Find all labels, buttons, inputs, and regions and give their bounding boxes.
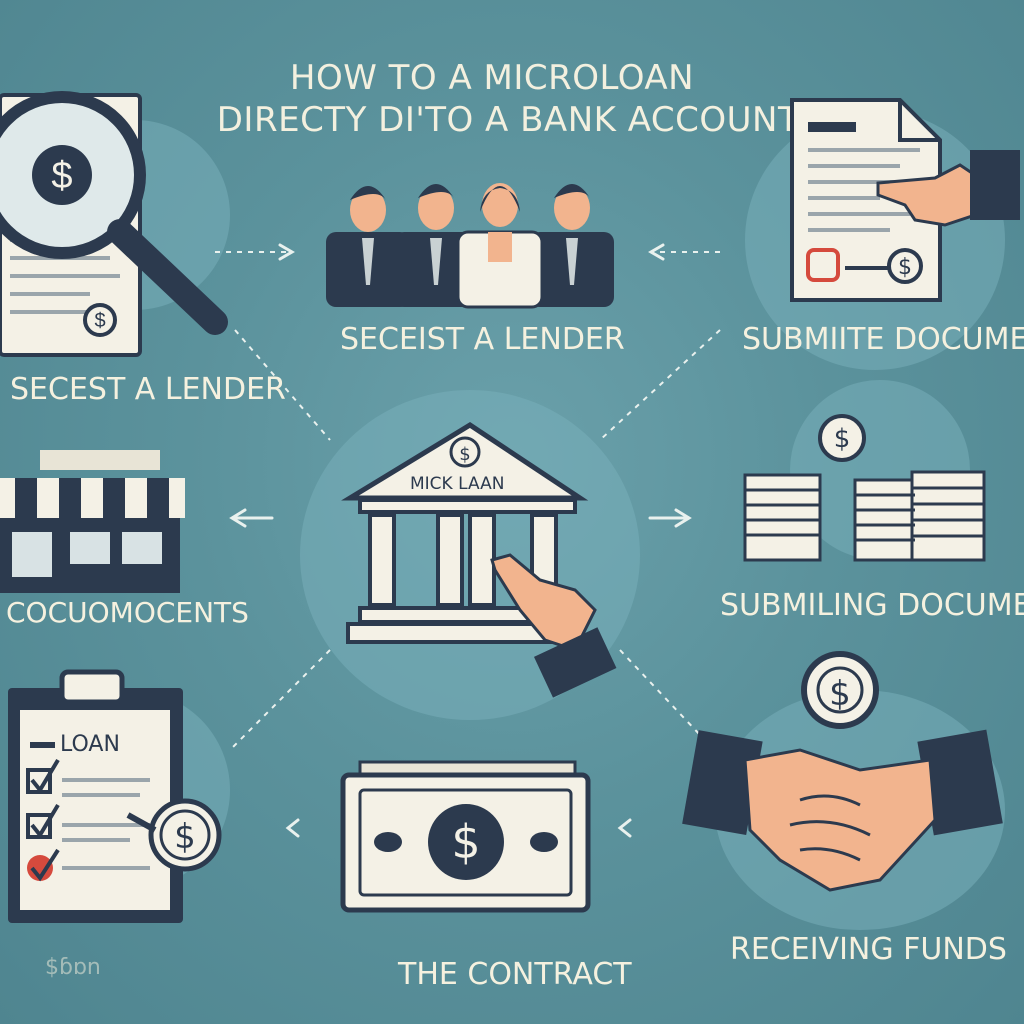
svg-text:$: $ [174,817,196,857]
svg-text:$: $ [451,815,480,869]
label-faded-bottom-left: $ɓɒn [45,955,101,980]
label-the-contract: THE CONTRACT [398,957,632,992]
arrowheads [229,243,692,838]
title-line-2: DIRECTY DI'TO A BANK ACCOUNT [216,100,800,140]
label-receiving-funds: RECEIVING FUNDS [730,932,1007,967]
banknote-icon: $ [340,760,591,913]
stacked-bills-icon: $ [743,414,986,562]
svg-text:$: $ [94,310,105,332]
label-loan: LOAN [60,732,120,757]
document-with-pointing-hand-icon: $ [790,98,1020,302]
label-secest-a-lender: SECEST A LENDER [10,372,286,407]
label-seceist-a-lender: SECEIST A LENDER [340,322,625,357]
bank-sign: MICK LAAN [410,474,505,494]
storefront-icon [0,450,185,593]
svg-text:$: $ [51,155,72,197]
svg-text:$: $ [898,255,912,280]
svg-text:$: $ [834,424,851,454]
team-of-people-icon [326,183,614,309]
clipboard-checklist-icon: $ [8,669,222,923]
handshake-icon: $ [682,651,1003,892]
title-line-1: HOW TO A MICROLOAN [289,58,695,98]
label-submiite-documen: SUBMIITE DOCUMEN [742,322,1024,357]
svg-text:$: $ [459,444,470,465]
label-cocuomocents: COCUOMOCENTS [6,596,249,629]
label-submiling-document: SUBMILING DOCUMENT [720,588,1024,623]
connector-arrows [215,251,721,751]
bank-building-icon: $ [341,422,617,698]
svg-text:$: $ [829,674,851,714]
magnifier-document-icon: $ $ [0,91,228,357]
